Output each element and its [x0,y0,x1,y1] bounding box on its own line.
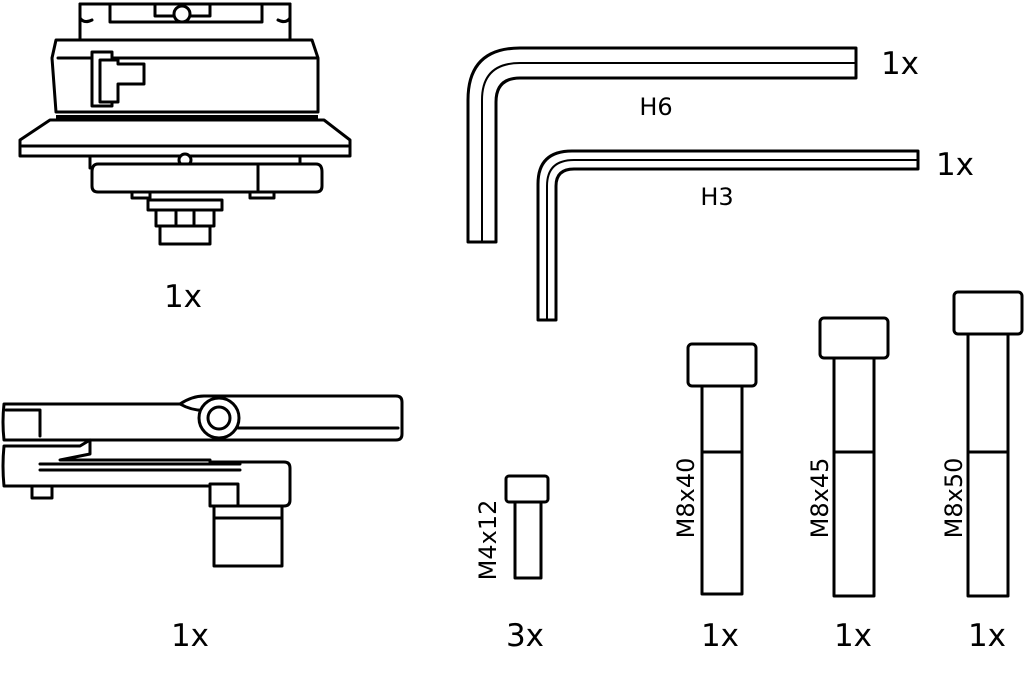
quick-release-mount-illustration [18,2,352,246]
h3-quantity: 1x [936,147,974,183]
m8x45-quantity: 1x [834,618,872,654]
m4x12-quantity: 3x [506,618,544,654]
h6-size-label: H6 [639,93,672,121]
bolt-m4x12-illustration [504,474,550,580]
bolt-m8x50-illustration [952,290,1024,598]
bolt-m8x45-illustration [818,316,890,598]
h6-quantity: 1x [881,46,919,82]
m8x40-size-label: M8x40 [672,458,700,539]
m4x12-size-label: M4x12 [474,500,502,581]
clamp-lever-illustration [1,394,404,568]
m8x40-quantity: 1x [701,618,739,654]
mount-quantity: 1x [164,279,202,315]
lever-quantity: 1x [171,618,209,654]
m8x50-size-label: M8x50 [940,458,968,539]
bolt-m8x40-illustration [686,342,758,596]
hex-key-h3-illustration [536,149,920,322]
m8x45-size-label: M8x45 [806,458,834,539]
hex-key-h6-illustration [466,46,858,244]
m8x50-quantity: 1x [968,618,1006,654]
h3-size-label: H3 [700,183,733,211]
